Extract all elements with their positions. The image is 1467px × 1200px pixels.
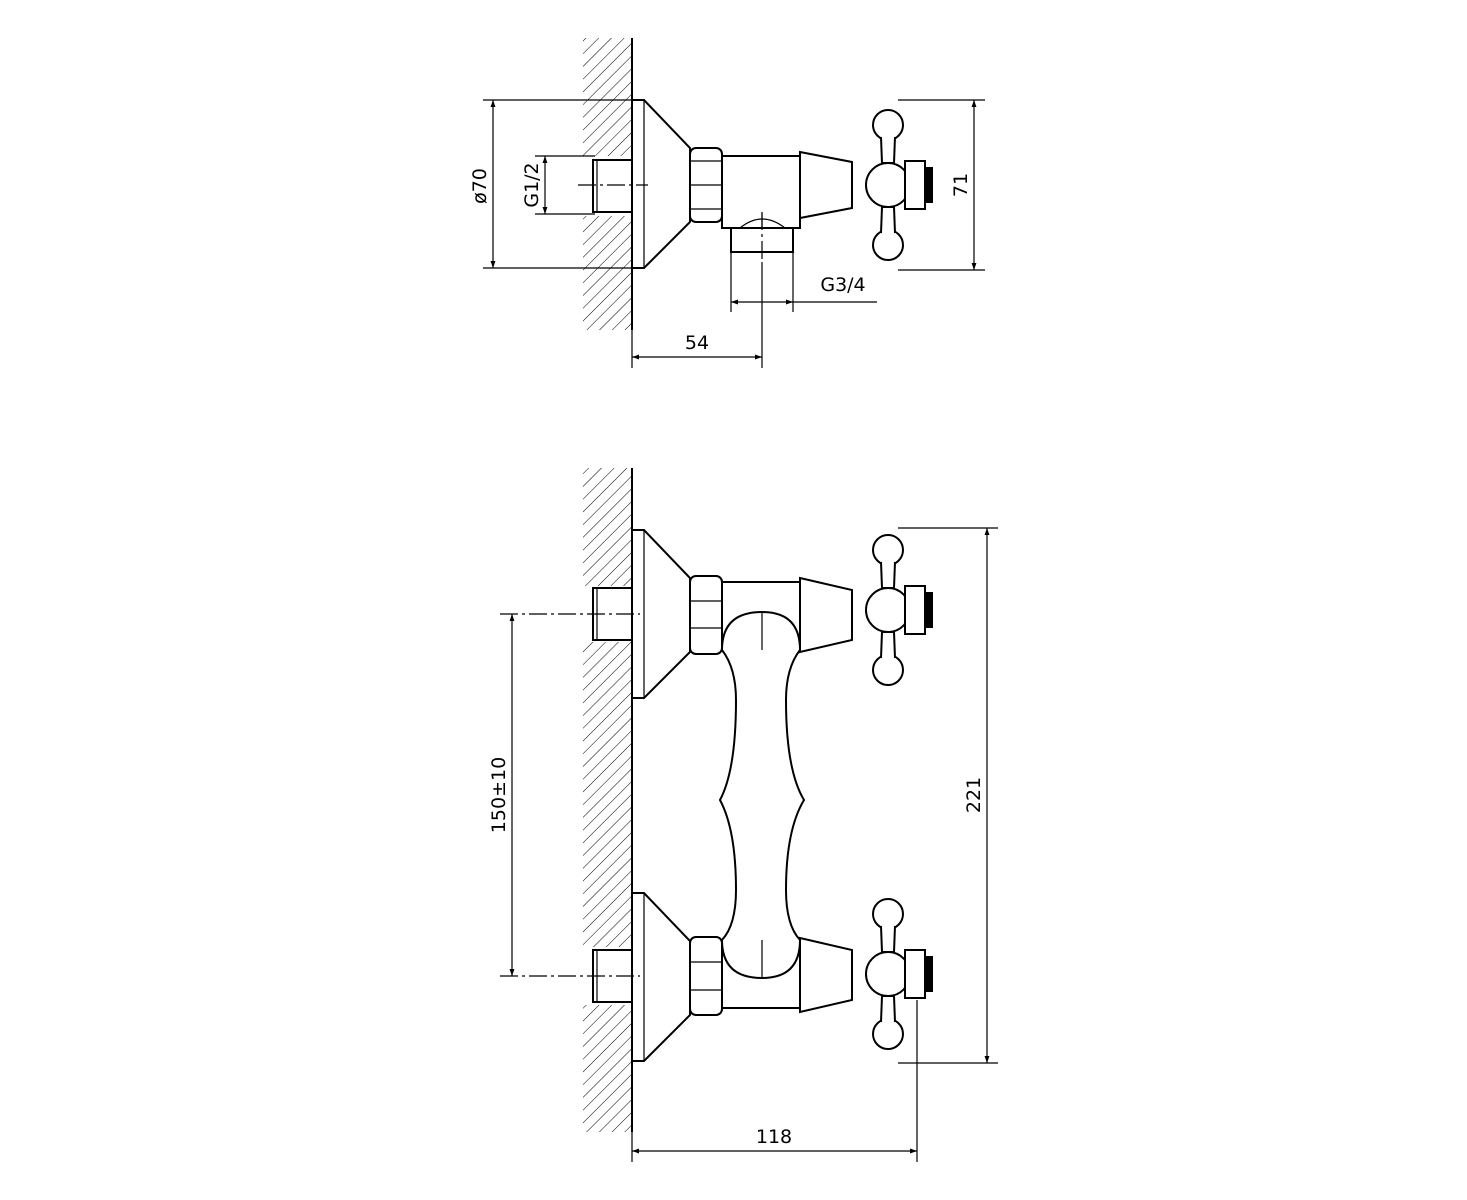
upper-valve-bonnet <box>799 576 853 654</box>
dim-overall-depth: 118 <box>756 1126 792 1148</box>
dim-outlet-offset: 54 <box>685 332 709 354</box>
lower-valve-bonnet <box>799 936 853 1014</box>
inlet-pipe <box>592 159 633 213</box>
dim-overall-height: 221 <box>963 777 985 813</box>
dim-handle-height: 71 <box>950 173 972 197</box>
dim-outlet-thread: G3/4 <box>820 274 865 296</box>
lower-hex-nut <box>689 936 723 1016</box>
front-view: 150±10 221 118 <box>488 468 998 1162</box>
valve-body <box>721 155 801 229</box>
lower-cross-handle <box>865 898 934 1050</box>
lower-flange <box>631 892 691 1062</box>
wall-hatch-top <box>583 38 632 156</box>
wall-hatch-bottom <box>583 216 632 330</box>
upper-flange <box>631 529 691 699</box>
cross-handle <box>865 109 934 261</box>
wall-flange <box>631 99 691 269</box>
upper-cross-handle <box>865 534 934 686</box>
side-view: ø70 G1/2 71 G3/4 54 <box>469 38 985 368</box>
valve-bonnet <box>799 150 853 220</box>
mixer-tube <box>718 610 806 980</box>
dim-inlet-thread: G1/2 <box>521 162 543 207</box>
upper-hex-nut <box>689 575 723 655</box>
wall-hatch-front <box>583 468 632 1132</box>
dim-flange-diameter: ø70 <box>469 168 491 204</box>
dim-inlet-spacing: 150±10 <box>488 757 510 833</box>
